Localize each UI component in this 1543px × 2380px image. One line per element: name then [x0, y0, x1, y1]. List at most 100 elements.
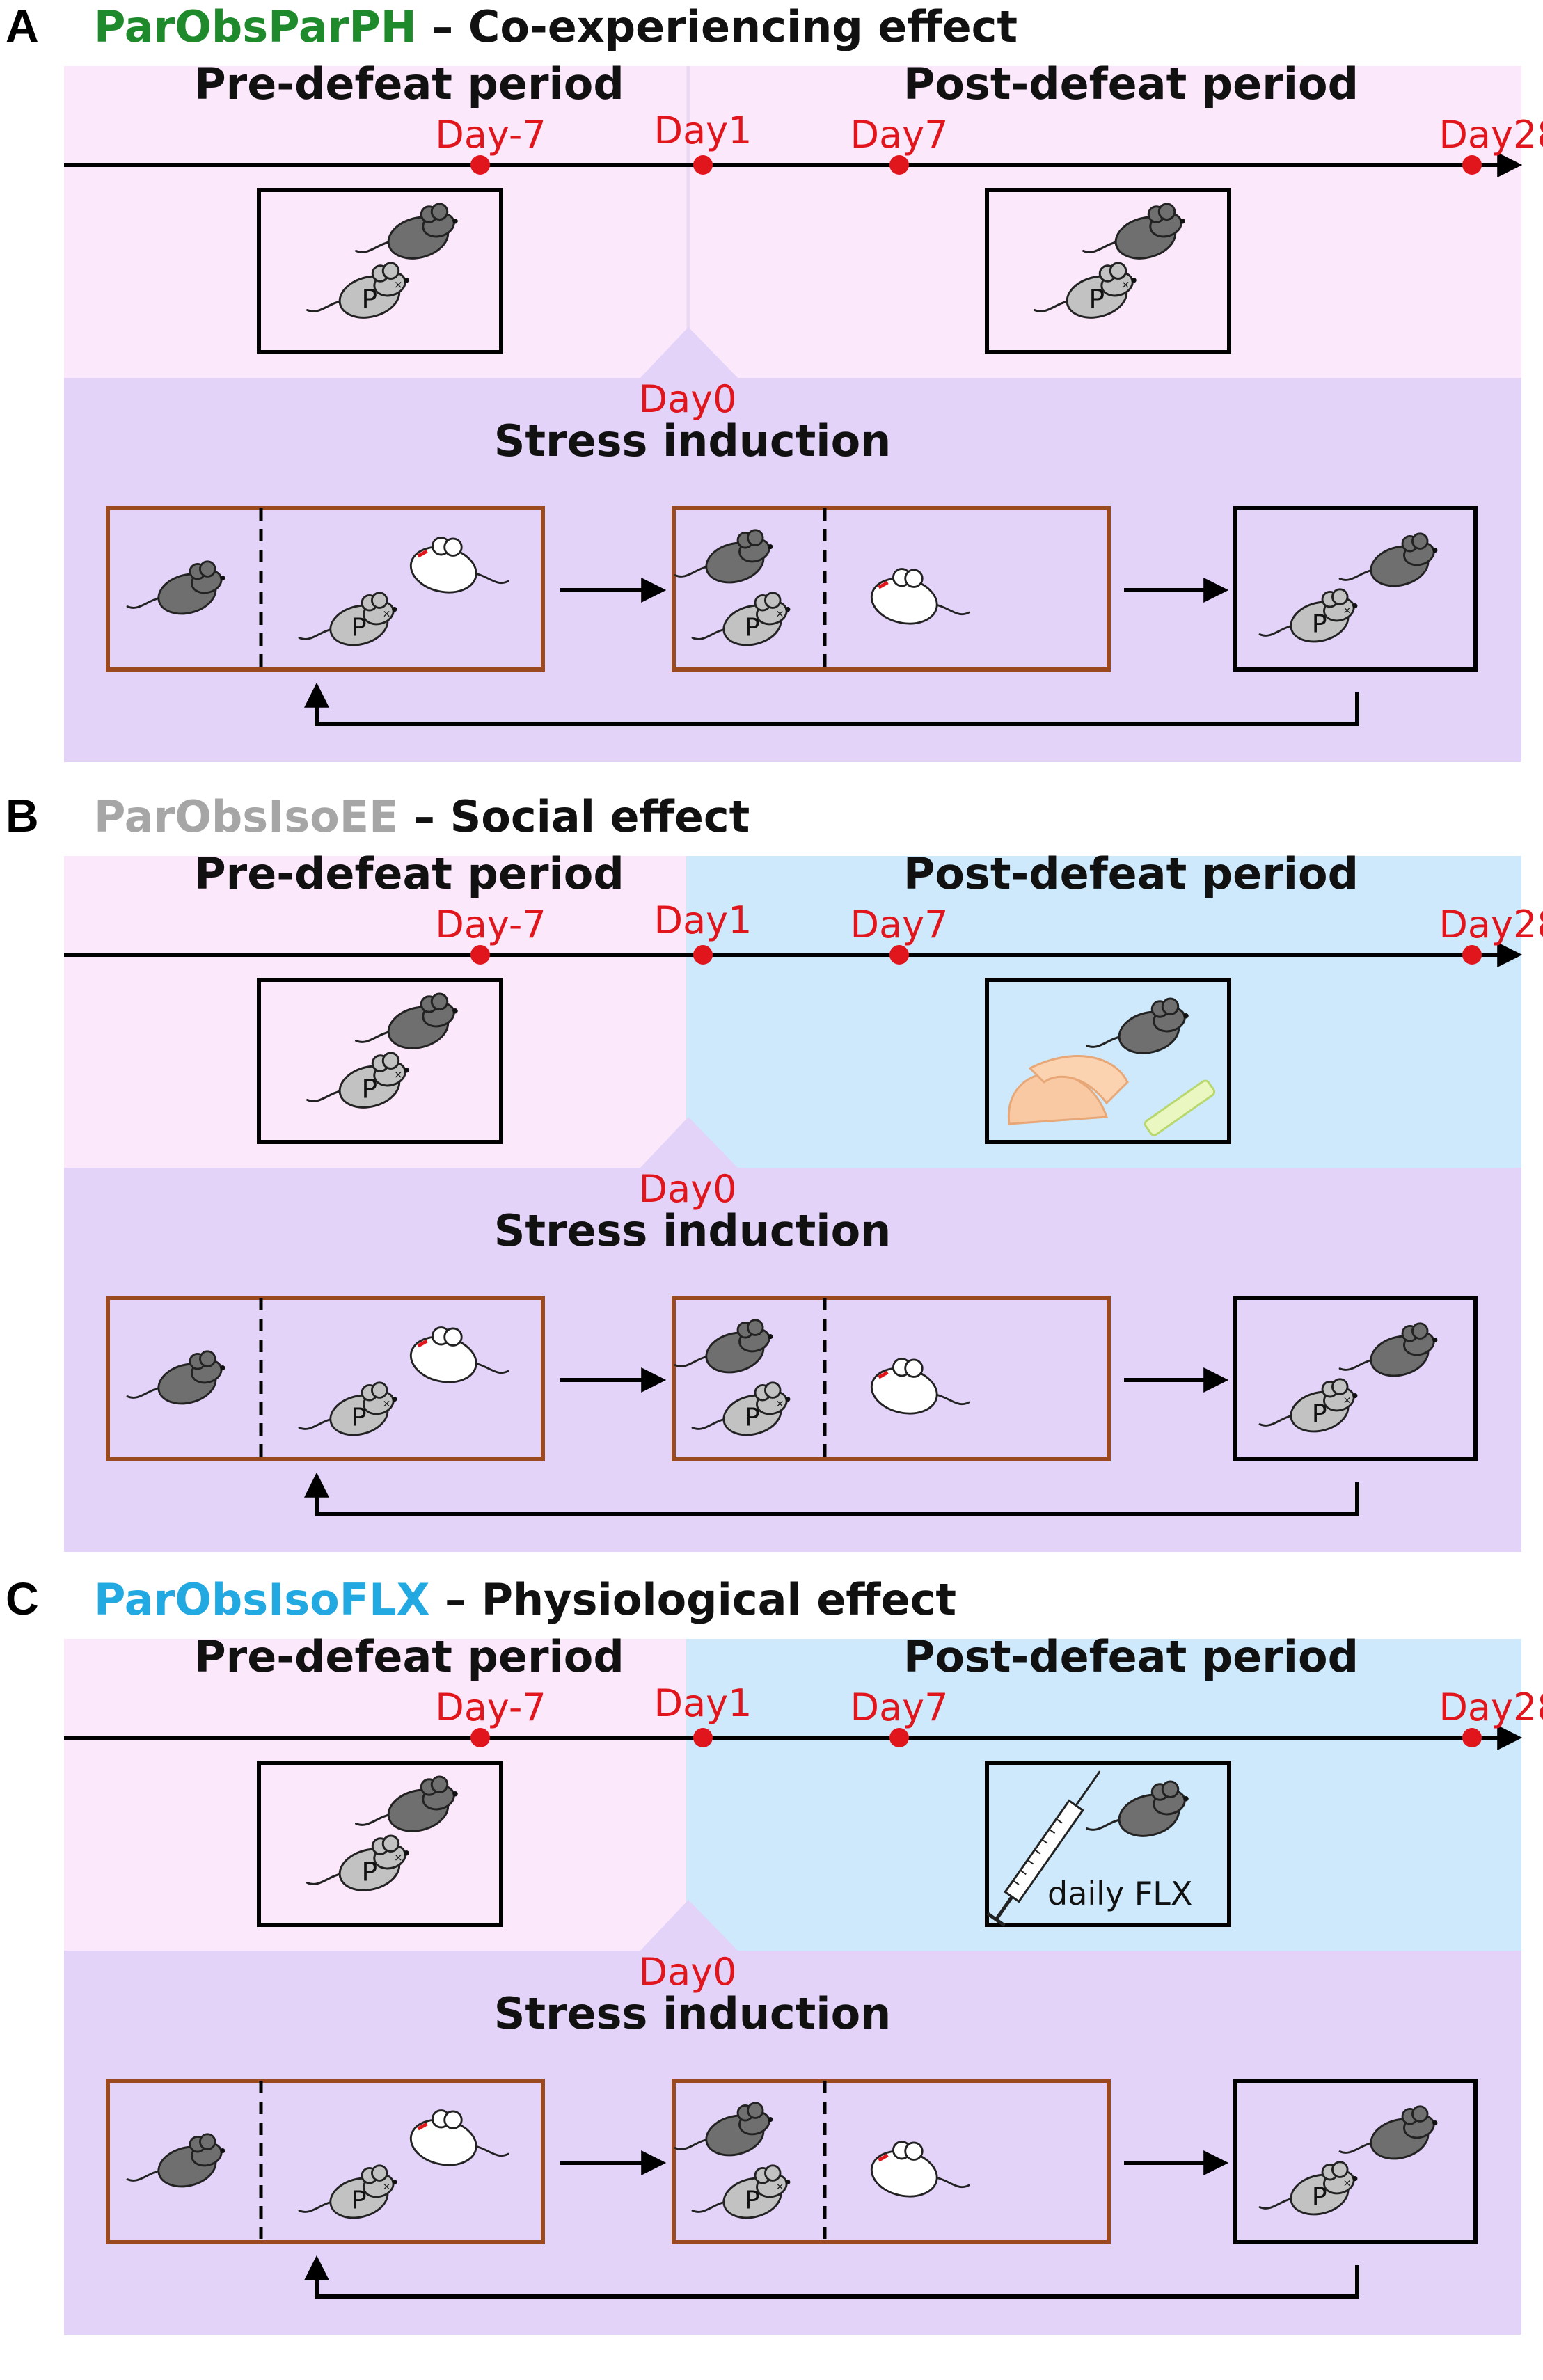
aggressor-mouse-icon	[870, 568, 970, 625]
timeline-marker	[1462, 1728, 1482, 1747]
stress-connector	[64, 1117, 1521, 1200]
svg-text:×: ×	[394, 1851, 403, 1864]
svg-text:×: ×	[776, 2181, 784, 2192]
observer-p-label: P	[362, 284, 378, 315]
svg-text:×: ×	[383, 2181, 391, 2192]
defeat-cage-2	[672, 2079, 1111, 2244]
timeline-marker	[470, 945, 490, 965]
effect-subtitle: – Social effect	[398, 791, 750, 842]
home-cage	[1233, 1296, 1478, 1461]
observer-mouse-icon: ×P	[691, 1381, 791, 1436]
observer-mouse-icon: ×P	[691, 592, 791, 646]
panel-letter: C	[6, 1573, 39, 1624]
post-defeat-cage	[985, 978, 1231, 1144]
timeline-label-d28: Day28	[1439, 1685, 1543, 1729]
defeat-cage-1	[106, 1296, 545, 1461]
observer-mouse-icon: ×P	[1258, 2161, 1358, 2216]
panel-letter: B	[6, 790, 39, 841]
timeline-label-d1: Day1	[654, 109, 752, 152]
observer-p-label: P	[745, 1404, 760, 1432]
stress-induction-label: Stress induction	[494, 1205, 892, 1256]
observer-mouse-icon: ×P	[306, 1052, 409, 1109]
tunnel-icon	[1028, 1055, 1129, 1105]
day0-label: Day0	[639, 1950, 737, 1994]
observer-p-label: P	[1089, 284, 1105, 315]
protocol-name: ParObsParPH	[94, 1, 417, 52]
svg-text:×: ×	[1343, 1395, 1352, 1406]
svg-text:×: ×	[776, 608, 784, 619]
aggressor-mouse-icon	[409, 2109, 509, 2166]
pre-defeat-label: Pre-defeat period	[194, 58, 624, 109]
effect-subtitle: – Co-experiencing effect	[417, 1, 1018, 52]
observer-p-label: P	[351, 2187, 367, 2215]
resident-mouse-icon	[1086, 997, 1189, 1054]
observer-p-label: P	[362, 1857, 378, 1887]
timeline-marker	[889, 1728, 909, 1747]
timeline-marker	[693, 155, 713, 175]
syringe-icon	[986, 1770, 1101, 1927]
aggressor-mouse-icon	[870, 2141, 970, 2198]
protocol-name: ParObsIsoEE	[94, 791, 398, 842]
resident-mouse-icon	[355, 1775, 458, 1832]
timeline-label-d-m7: Day-7	[435, 903, 546, 946]
post-defeat-background	[686, 856, 1521, 1168]
timeline-marker	[693, 1728, 713, 1747]
panel-title: ParObsIsoFLX – Physiological effect	[94, 1574, 956, 1625]
protocol-name: ParObsIsoFLX	[94, 1574, 429, 1625]
svg-text:×: ×	[394, 278, 403, 291]
timeline-label-d28: Day28	[1439, 113, 1543, 157]
resident-mouse-icon	[126, 560, 225, 615]
timeline-label-d-m7: Day-7	[435, 1685, 546, 1729]
svg-text:×: ×	[383, 1398, 391, 1409]
resident-mouse-icon	[355, 203, 458, 260]
observer-mouse-icon: ×P	[691, 2164, 791, 2219]
pre-defeat-background	[64, 1639, 686, 1951]
repeat-loop-arrow	[304, 1472, 1359, 1516]
timeline-marker	[470, 155, 490, 175]
defeat-cage-1	[106, 2079, 545, 2244]
post-defeat-label: Post-defeat period	[903, 58, 1359, 109]
svg-text:×: ×	[776, 1398, 784, 1409]
panel-letter: A	[6, 0, 39, 51]
pre-defeat-cage	[257, 1761, 503, 1927]
stress-induction-label: Stress induction	[494, 415, 892, 466]
resident-mouse-icon	[355, 992, 458, 1049]
aggressor-mouse-icon	[870, 1358, 970, 1415]
timeline-label-d7: Day7	[850, 113, 949, 157]
timeline-label-d7: Day7	[850, 903, 949, 946]
resident-mouse-icon	[126, 1350, 225, 1405]
panel-title: ParObsIsoEE – Social effect	[94, 791, 750, 842]
pre-defeat-background	[64, 66, 686, 378]
chew-stick-icon	[1144, 1079, 1216, 1136]
timeline-label-d1: Day1	[654, 898, 752, 942]
home-cage	[1233, 2079, 1478, 2244]
defeat-cage-2	[672, 1296, 1111, 1461]
timeline-marker	[693, 945, 713, 965]
svg-text:×: ×	[1121, 278, 1130, 291]
resident-mouse-icon	[1338, 532, 1438, 587]
svg-text:×: ×	[394, 1068, 403, 1081]
resident-mouse-icon	[1338, 2105, 1438, 2160]
pre-defeat-cage	[257, 978, 503, 1144]
day0-label: Day0	[639, 1167, 737, 1211]
observer-mouse-icon: ×P	[298, 2164, 397, 2219]
stress-induction-label: Stress induction	[494, 1988, 892, 2039]
aggressor-mouse-icon	[409, 537, 509, 594]
post-defeat-label: Post-defeat period	[903, 848, 1359, 899]
stress-connector	[64, 327, 1521, 411]
resident-mouse-icon	[1086, 1780, 1189, 1837]
timeline-marker	[1462, 945, 1482, 965]
observer-p-label: P	[351, 614, 367, 642]
observer-p-label: P	[745, 2187, 760, 2215]
day0-label: Day0	[639, 377, 737, 421]
observer-p-label: P	[351, 1404, 367, 1432]
resident-mouse-icon	[126, 2133, 225, 2188]
observer-p-label: P	[362, 1074, 378, 1104]
timeline-marker	[1462, 155, 1482, 175]
post-defeat-cage	[985, 1761, 1231, 1927]
repeat-loop-arrow	[304, 2255, 1359, 2299]
post-defeat-label: Post-defeat period	[903, 1631, 1359, 1682]
timeline-label-d28: Day28	[1439, 903, 1543, 946]
